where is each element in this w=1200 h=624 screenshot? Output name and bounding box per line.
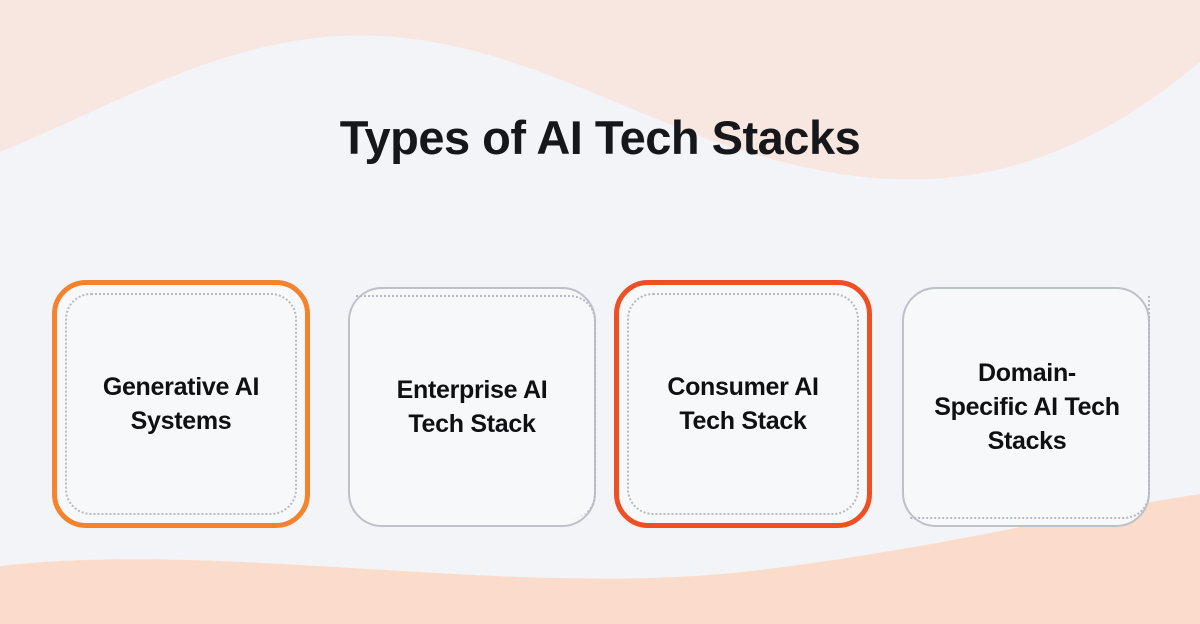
card-label: Domain- Specific AI Tech Stacks — [934, 359, 1120, 455]
card-dotted-inner-border — [356, 295, 596, 519]
card-dotted-inner-border — [627, 293, 859, 515]
card-dotted-inner-border — [65, 293, 297, 515]
wave-bottom-shape — [0, 494, 1200, 624]
card-enterprise-ai-tech-stack[interactable]: Enterprise AI Tech Stack — [348, 287, 596, 527]
card-dotted-inner-border — [910, 295, 1150, 519]
card-label: Consumer AI Tech Stack — [667, 373, 819, 435]
card-row: Generative AI Systems Enterprise AI Tech… — [52, 280, 1150, 528]
card-label: Generative AI Systems — [102, 373, 260, 435]
wave-top-shape — [0, 0, 1200, 180]
page-title: Types of AI Tech Stacks — [339, 111, 861, 164]
card-generative-ai-systems[interactable]: Generative AI Systems — [52, 280, 310, 528]
card-domain-specific-ai-tech-stacks[interactable]: Domain- Specific AI Tech Stacks — [902, 287, 1150, 527]
card-consumer-ai-tech-stack[interactable]: Consumer AI Tech Stack — [614, 280, 872, 528]
card-label: Enterprise AI Tech Stack — [396, 376, 548, 438]
